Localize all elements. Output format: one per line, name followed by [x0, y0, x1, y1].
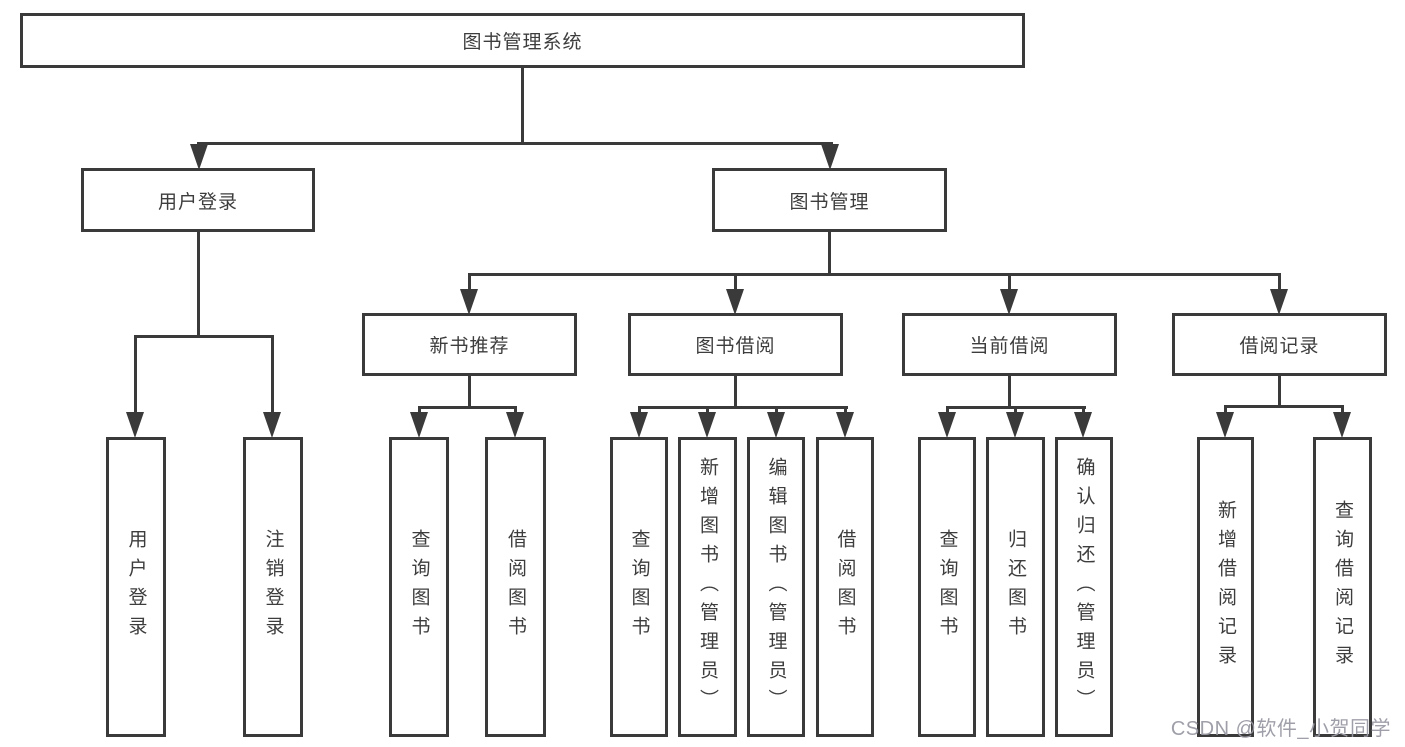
leaf-borrow-books-borrowing-label: 借阅图书 [834, 529, 856, 645]
leaf-query-books-current-label: 查询图书 [936, 529, 958, 645]
leaf-confirm-return-admin: 确认归还（管理员） [1055, 437, 1113, 737]
connector-line [468, 273, 471, 291]
node-borrowing-records: 借阅记录 [1172, 313, 1387, 376]
connector-line [828, 232, 831, 276]
connector-line [1224, 405, 1344, 408]
connector-line [946, 406, 949, 414]
leaf-add-books-admin-label: 新增图书（管理员） [697, 456, 718, 718]
connector-line [271, 335, 274, 413]
leaf-logout: 注销登录 [243, 437, 303, 737]
leaf-return-books: 归还图书 [986, 437, 1045, 737]
leaf-add-borrow-record-label: 新增借阅记录 [1215, 500, 1236, 674]
arrow-down-icon [938, 412, 956, 438]
node-book-management: 图书管理 [712, 168, 947, 232]
arrow-down-icon [726, 289, 744, 315]
node-current-borrowing-label: 当前借阅 [969, 336, 1050, 357]
leaf-query-books-recommend-label: 查询图书 [408, 529, 430, 645]
leaf-borrow-books-recommend: 借阅图书 [485, 437, 546, 737]
leaf-borrow-books-recommend-label: 借阅图书 [505, 529, 526, 645]
connector-line [197, 142, 833, 145]
node-root-library-system: 图书管理系统 [20, 13, 1025, 68]
leaf-logout-label: 注销登录 [262, 529, 284, 645]
leaf-edit-books-admin: 编辑图书（管理员） [747, 437, 805, 737]
connector-line [1014, 406, 1017, 414]
leaf-query-borrow-record: 查询借阅记录 [1313, 437, 1372, 737]
leaf-add-borrow-record: 新增借阅记录 [1197, 437, 1254, 737]
connector-line [1341, 405, 1344, 414]
connector-line [418, 406, 517, 409]
arrow-down-icon [263, 412, 281, 438]
node-book-management-label: 图书管理 [789, 191, 870, 213]
leaf-query-books-current: 查询图书 [918, 437, 976, 737]
leaf-user-login: 用户登录 [106, 437, 166, 737]
connector-line [418, 406, 421, 414]
arrow-down-icon [1006, 412, 1024, 438]
connector-line [638, 406, 848, 409]
leaf-query-books-borrowing: 查询图书 [610, 437, 668, 737]
arrow-down-icon [460, 289, 478, 315]
connector-line [734, 376, 737, 408]
connector-line [775, 406, 778, 414]
connector-line [638, 406, 641, 414]
arrow-down-icon [767, 412, 785, 438]
connector-line [468, 376, 471, 408]
connector-line [844, 406, 847, 414]
connector-line [134, 335, 274, 338]
connector-line [1008, 273, 1011, 291]
arrow-down-icon [410, 412, 428, 438]
connector-line [734, 273, 737, 291]
arrow-down-icon [698, 412, 716, 438]
arrow-down-icon [630, 412, 648, 438]
connector-line [468, 273, 1281, 276]
node-current-borrowing: 当前借阅 [902, 313, 1117, 376]
leaf-add-books-admin: 新增图书（管理员） [678, 437, 737, 737]
leaf-query-books-borrowing-label: 查询图书 [628, 529, 650, 645]
connector-line [1278, 376, 1281, 407]
node-book-borrowing-label: 图书借阅 [695, 336, 776, 357]
connector-line [134, 335, 137, 413]
arrow-down-icon [1000, 289, 1018, 315]
connector-line [1082, 406, 1085, 414]
arrow-down-icon [836, 412, 854, 438]
arrow-down-icon [506, 412, 524, 438]
leaf-return-books-label: 归还图书 [1005, 529, 1026, 645]
node-root-label: 图书管理系统 [462, 32, 583, 53]
leaf-confirm-return-admin-label: 确认归还（管理员） [1073, 456, 1095, 718]
csdn-watermark: CSDN @软件_小贺同学 [1170, 718, 1391, 740]
leaf-query-borrow-record-label: 查询借阅记录 [1332, 500, 1353, 674]
leaf-borrow-books-borrowing: 借阅图书 [816, 437, 874, 737]
connector-line [1008, 376, 1011, 408]
arrow-down-icon [1074, 412, 1092, 438]
connector-line [1278, 273, 1281, 291]
node-book-borrowing: 图书借阅 [628, 313, 843, 376]
connector-line [706, 406, 709, 414]
node-borrowing-records-label: 借阅记录 [1239, 336, 1320, 357]
leaf-edit-books-admin-label: 编辑图书（管理员） [765, 456, 787, 718]
connector-line [1224, 405, 1227, 414]
arrow-down-icon [821, 144, 839, 170]
arrow-down-icon [1216, 412, 1234, 438]
arrow-down-icon [126, 412, 144, 438]
connector-line [514, 406, 517, 414]
connector-line [521, 68, 524, 145]
arrow-down-icon [1270, 289, 1288, 315]
connector-line [197, 232, 200, 335]
leaf-user-login-label: 用户登录 [125, 529, 147, 645]
leaf-query-books-recommend: 查询图书 [389, 437, 449, 737]
node-new-book-recommend-label: 新书推荐 [429, 336, 510, 357]
arrow-down-icon [1333, 412, 1351, 438]
arrow-down-icon [190, 144, 208, 170]
node-user-login-label: 用户登录 [157, 191, 238, 213]
node-user-login: 用户登录 [81, 168, 315, 232]
node-new-book-recommend: 新书推荐 [362, 313, 577, 376]
